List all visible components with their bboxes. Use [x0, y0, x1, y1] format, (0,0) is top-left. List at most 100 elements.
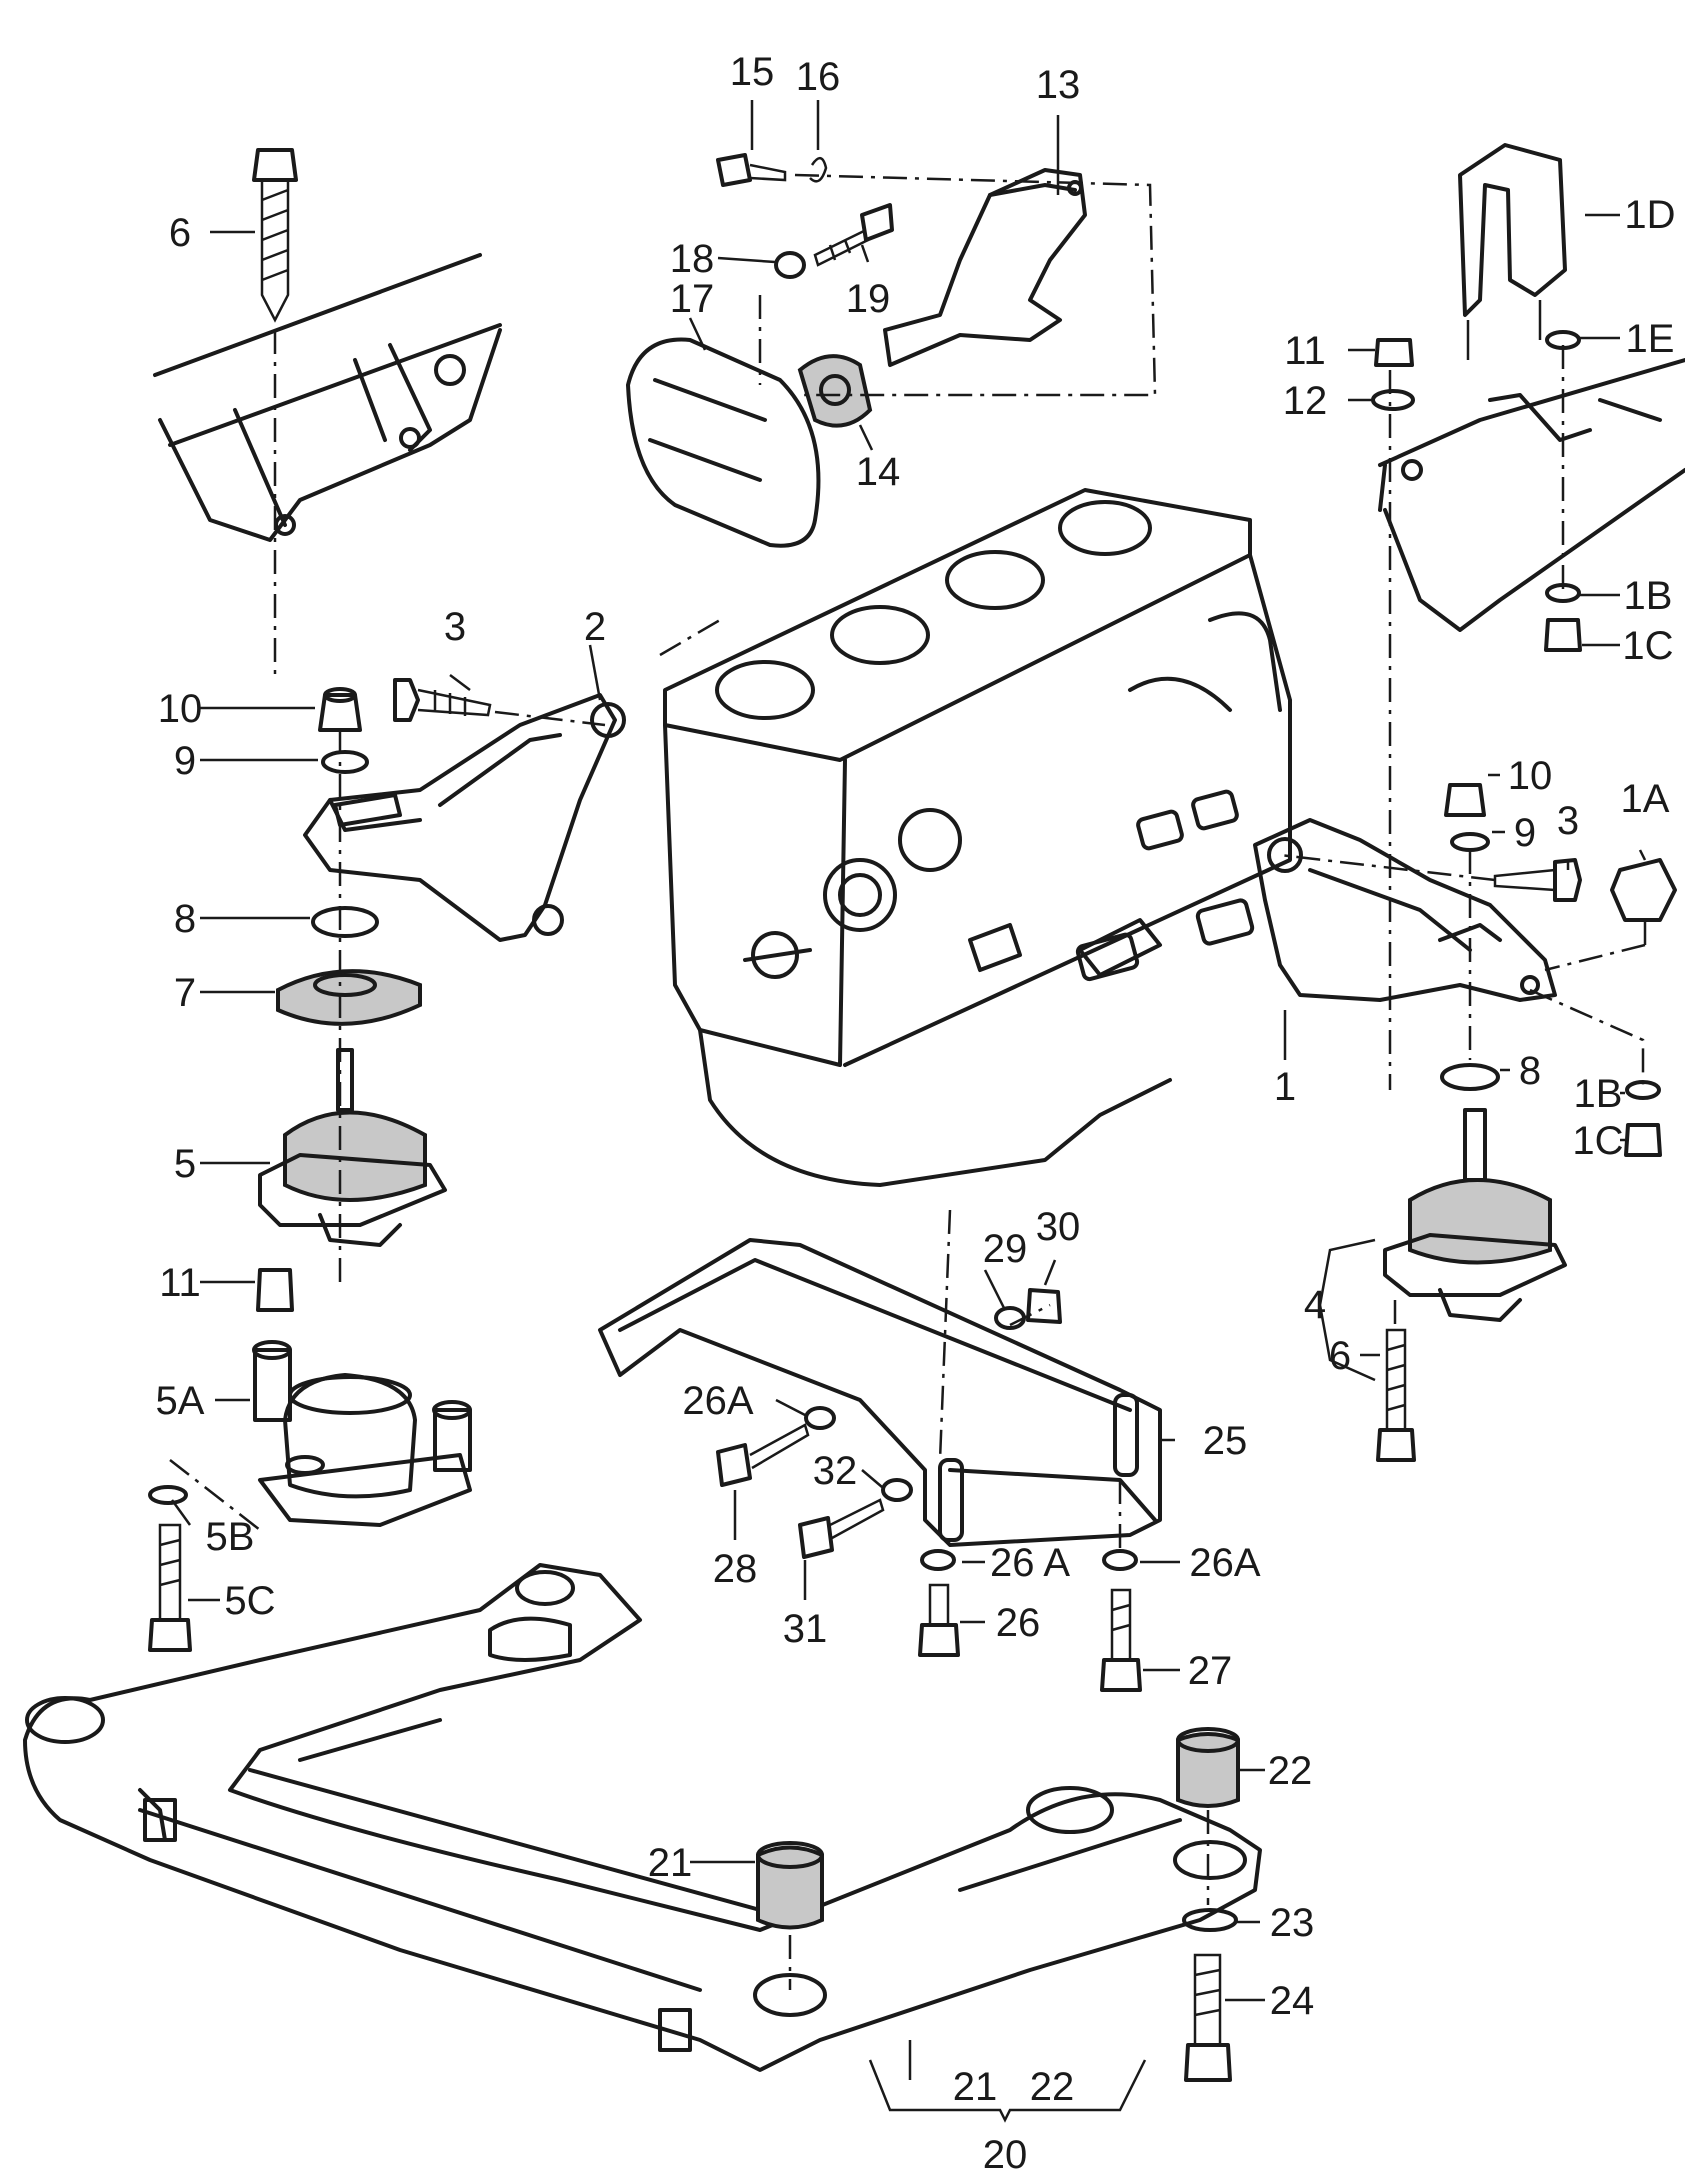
bush-14	[797, 354, 873, 428]
engine-bracket-left	[303, 693, 626, 942]
washer-32	[881, 1478, 913, 1502]
callout-22-part: 22	[1268, 1749, 1313, 1793]
bolt-5C	[148, 1523, 192, 1652]
callout-6-left: 6	[169, 211, 191, 255]
bolt-27	[1100, 1588, 1142, 1692]
bolt-15	[716, 153, 787, 187]
bushes-engine-side	[1075, 789, 1255, 982]
callout-1B-bottom: 1B	[1574, 1072, 1623, 1116]
callout-1A: 1A	[1621, 777, 1670, 821]
callout-24: 24	[1270, 1979, 1315, 2023]
nut-30	[1026, 1288, 1062, 1324]
leader-lines	[170, 100, 1647, 2123]
callout-21-part: 21	[648, 1841, 693, 1885]
callout-5B: 5B	[206, 1515, 255, 1559]
callout-6-right: 6	[1329, 1334, 1351, 1378]
assembly-lines	[169, 173, 1646, 1990]
callout-31: 31	[783, 1607, 828, 1651]
nut-10-right	[1444, 783, 1486, 817]
callout-8-left: 8	[174, 897, 196, 941]
nut-11-right	[1374, 338, 1414, 367]
callout-23: 23	[1270, 1901, 1315, 1945]
callout-27: 27	[1188, 1649, 1233, 1693]
cover-17	[626, 337, 821, 548]
body-rail-right	[1378, 358, 1685, 632]
bush-21	[756, 1841, 824, 1930]
washer-26A-lower-2	[1102, 1549, 1138, 1571]
callout-29: 29	[983, 1227, 1028, 1271]
callout-28: 28	[713, 1547, 758, 1591]
callout-9-left: 9	[174, 739, 196, 783]
bolt-31	[798, 1498, 885, 1559]
bolt-3-left	[393, 678, 492, 722]
bolt-24	[1184, 1953, 1232, 2082]
nut-1C-top	[1544, 618, 1582, 652]
bush-22	[1176, 1727, 1240, 1808]
callout-7: 7	[174, 971, 196, 1015]
callout-11-top: 11	[1284, 329, 1326, 373]
body-rail-left	[153, 253, 502, 542]
callout-labels: 6 10 9 3 2 8 7 5 11 5A 5B 5C 15 16 13 18…	[156, 50, 1676, 2177]
callout-11-left: 11	[159, 1261, 201, 1305]
callout-21-group: 21	[953, 2065, 998, 2109]
callout-26: 26	[996, 1601, 1041, 1645]
bolt-6-right	[1376, 1328, 1416, 1462]
callout-14: 14	[856, 450, 901, 494]
callout-9-right: 9	[1514, 811, 1536, 855]
callout-8-right: 8	[1519, 1049, 1541, 1093]
washer-26A-lower-1	[920, 1549, 956, 1571]
callout-1B-top: 1B	[1624, 574, 1673, 618]
bracket-13	[883, 168, 1087, 367]
nut-1C-bottom	[1624, 1123, 1662, 1157]
engine-bracket-right	[1253, 818, 1557, 1002]
bolt-28	[716, 1423, 810, 1487]
washer-23	[1182, 1908, 1238, 1932]
bolt-3-right	[1493, 858, 1582, 902]
bolt-26	[918, 1583, 960, 1657]
callout-18: 18	[670, 237, 715, 281]
callout-30: 30	[1036, 1205, 1081, 1249]
callout-13: 13	[1036, 63, 1081, 107]
callout-3-left: 3	[444, 605, 466, 649]
callout-26A-3: 26A	[1189, 1541, 1260, 1585]
bolt-19	[813, 203, 894, 267]
engine-mount-4	[1383, 1108, 1567, 1322]
engine-block	[663, 488, 1292, 1187]
callout-1D: 1D	[1624, 193, 1675, 237]
engine-mount-5	[258, 1048, 447, 1247]
washer-9-left	[321, 750, 369, 774]
callout-2: 2	[584, 605, 606, 649]
callout-1: 1	[1274, 1065, 1296, 1109]
washer-8-left	[311, 906, 379, 938]
callout-25: 25	[1203, 1419, 1248, 1463]
callout-10-right: 10	[1508, 754, 1553, 798]
callout-3-right: 3	[1557, 799, 1579, 843]
nut-10-left	[318, 687, 362, 732]
callout-26A-1: 26A	[682, 1379, 753, 1423]
callout-10-left: 10	[158, 687, 203, 731]
callout-5A: 5A	[156, 1379, 205, 1423]
callout-1C-bottom: 1C	[1572, 1119, 1623, 1163]
callout-12: 12	[1283, 379, 1328, 423]
clip-16	[809, 157, 828, 183]
bracket-1D	[1458, 143, 1567, 360]
callout-32: 32	[813, 1449, 858, 1493]
callout-5: 5	[174, 1142, 196, 1186]
damper-pad-7	[276, 969, 422, 1026]
callout-15: 15	[730, 50, 775, 94]
nut-11-left	[256, 1268, 294, 1312]
callout-22-group: 22	[1030, 2065, 1075, 2109]
callout-5C: 5C	[224, 1579, 275, 1623]
washer-18	[774, 251, 806, 279]
callout-1C-top: 1C	[1622, 624, 1673, 668]
washer-12	[1371, 389, 1415, 411]
washer-8-right	[1440, 1063, 1500, 1091]
callout-19: 19	[846, 277, 891, 321]
washer-26A-upper	[804, 1406, 836, 1430]
callout-16: 16	[796, 55, 841, 99]
washer-9-right	[1450, 832, 1490, 852]
callout-26A-2: 26 A	[990, 1541, 1070, 1585]
callout-4: 4	[1304, 1283, 1326, 1327]
callout-17: 17	[670, 277, 715, 321]
